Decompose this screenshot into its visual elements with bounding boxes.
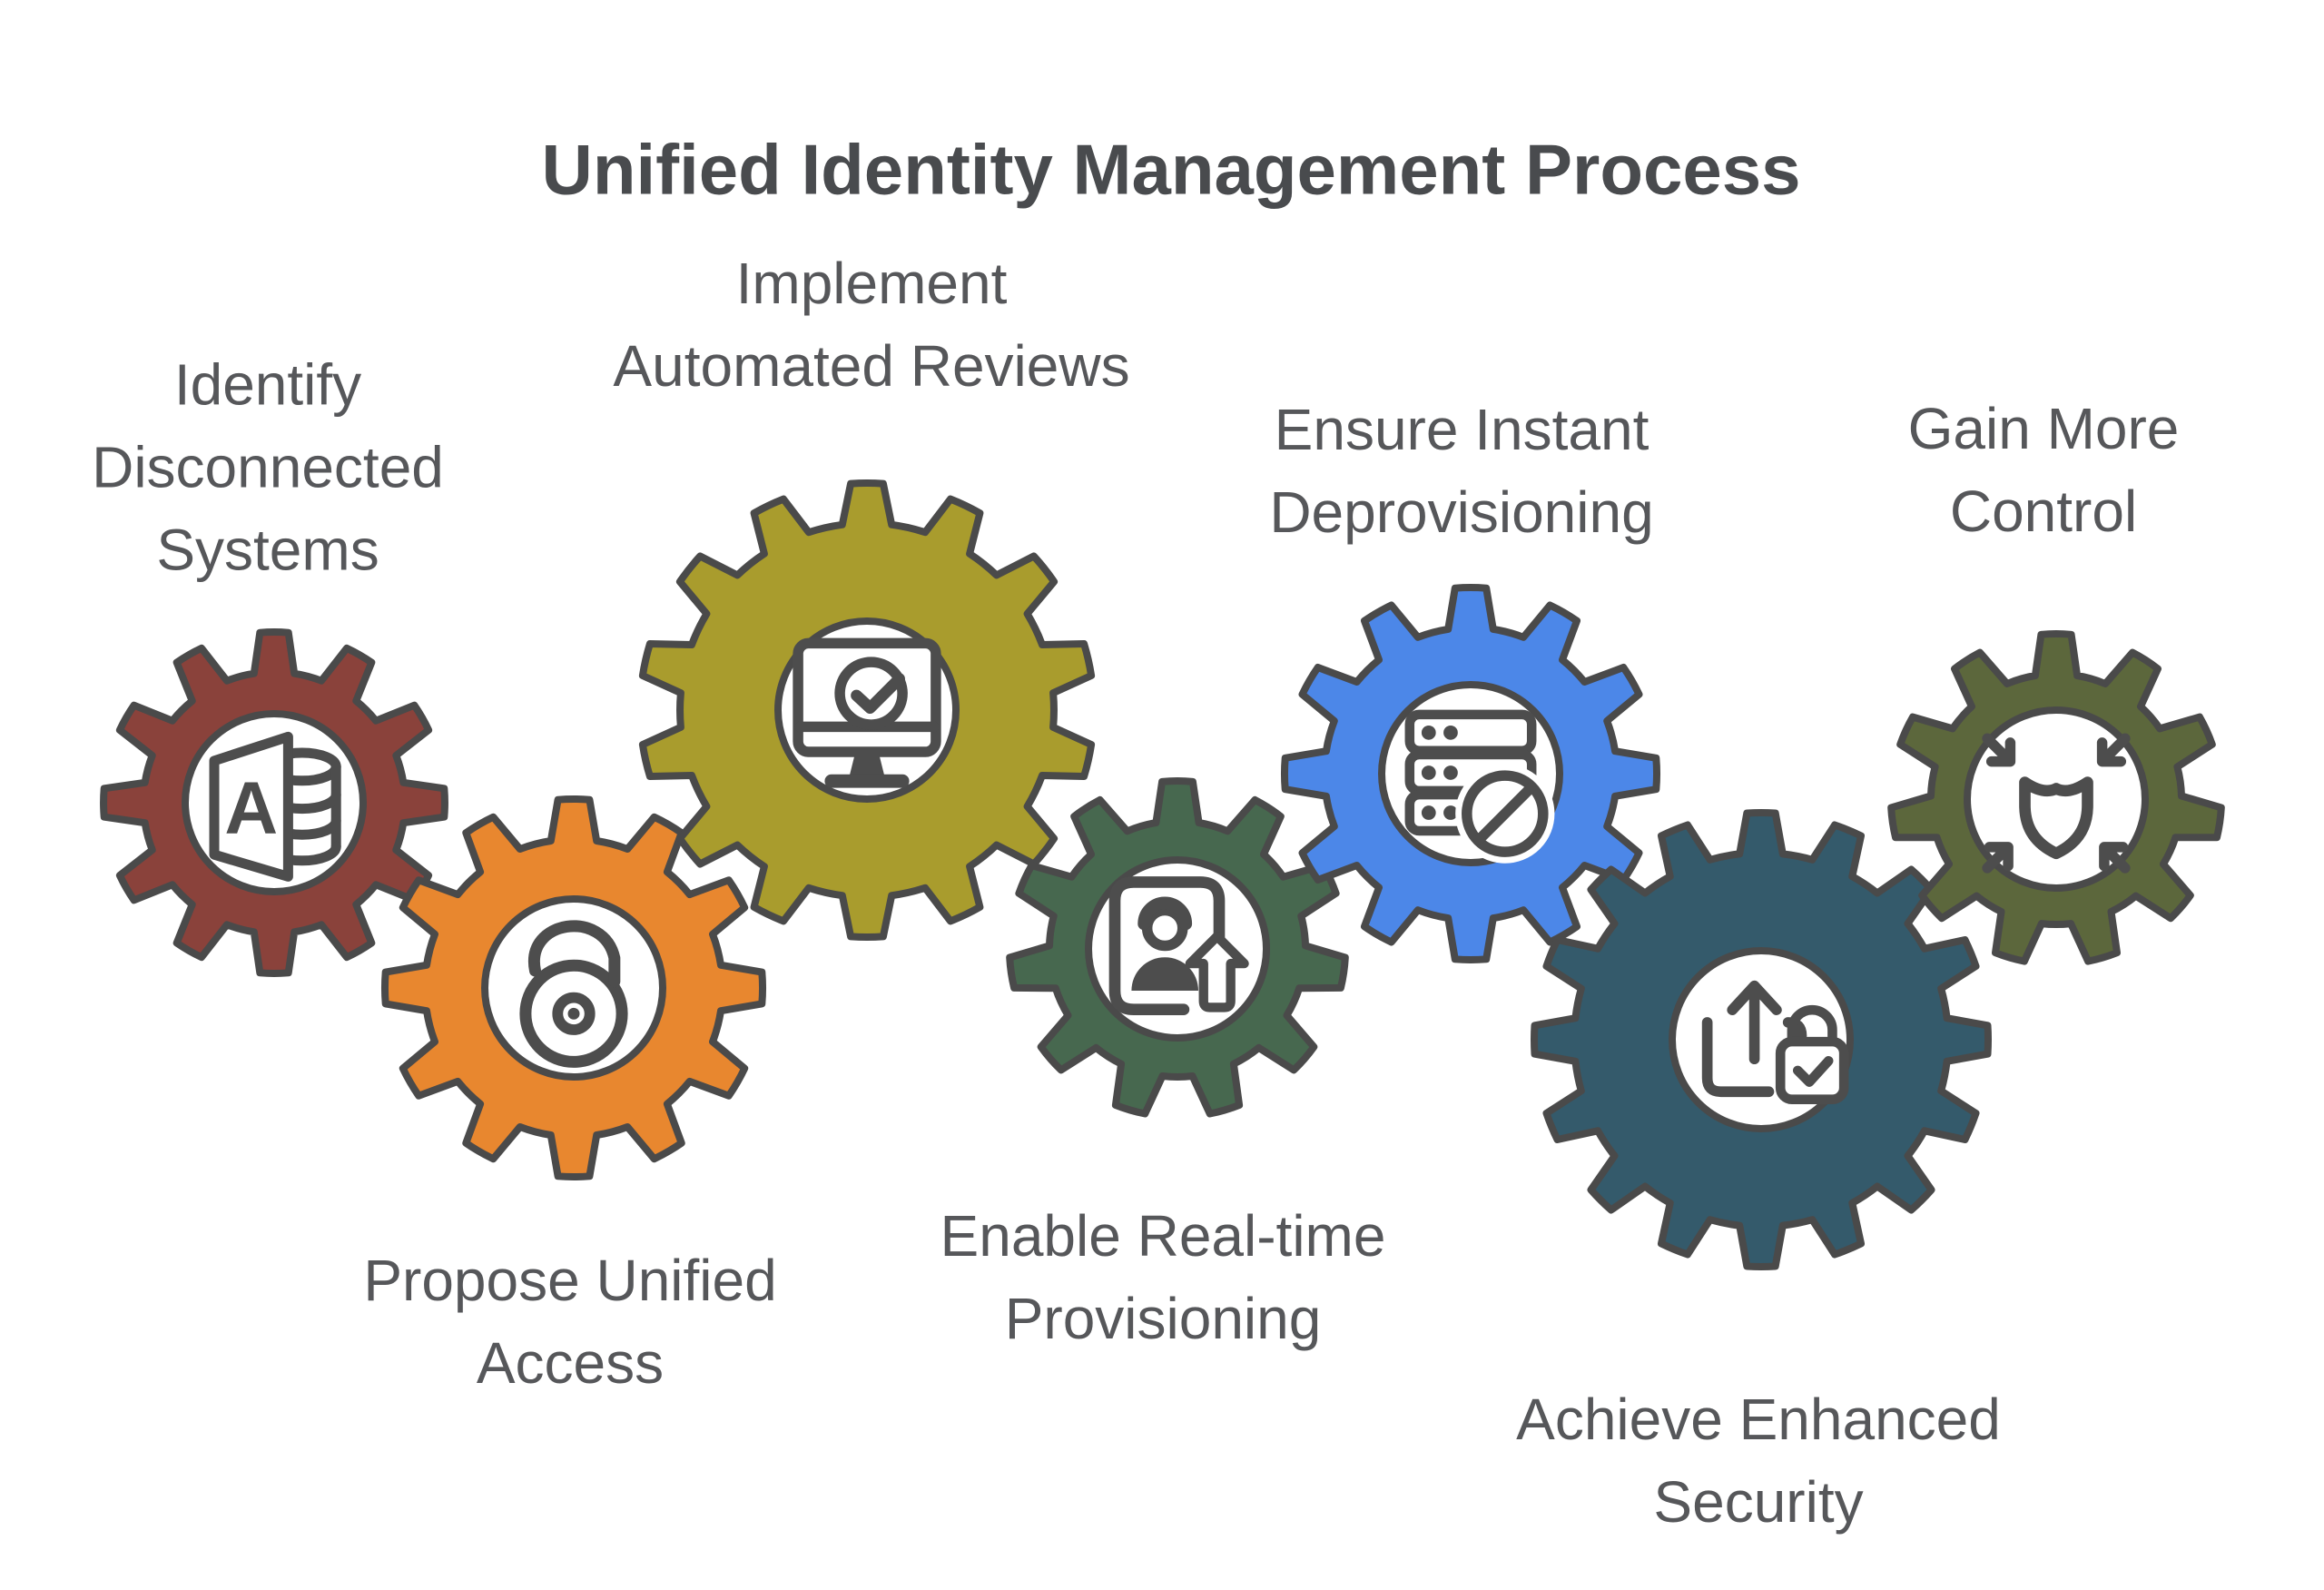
shield-arrows-icon xyxy=(1982,733,2131,874)
upload-lock-icon xyxy=(1701,980,1849,1105)
svg-text:A: A xyxy=(224,767,278,850)
gear-label-achieve-enhanced-security: Achieve Enhanced Security xyxy=(1516,1387,2001,1535)
gear-ensure-instant-deprovisioning xyxy=(1280,583,1661,964)
open-lock-icon xyxy=(519,920,628,1068)
gear-achieve-enhanced-security xyxy=(1531,809,1992,1270)
gear-label-propose-unified-access: Propose Unified Access xyxy=(363,1248,777,1396)
server-block-icon xyxy=(1404,709,1555,864)
gear-propose-unified-access xyxy=(380,795,767,1181)
gear-label-ensure-instant-deprovisioning: Ensure Instant Deprovisioning xyxy=(1269,397,1654,545)
diagram-title: Unified Identity Management Process xyxy=(541,129,1801,210)
gear-label-gain-more-control: Gain More Control xyxy=(1907,396,2180,544)
gear-label-enable-real-time-provisioning: Enable Real-time Provisioning xyxy=(940,1203,1386,1351)
access-database-icon: A xyxy=(209,731,341,882)
monitor-check-icon xyxy=(793,637,941,788)
user-card-up-icon xyxy=(1108,876,1249,1016)
gear-label-identify-disconnected-systems: Identify Disconnected Systems xyxy=(92,351,444,583)
gear-gain-more-control xyxy=(1887,630,2225,965)
gear-enable-real-time-provisioning xyxy=(1006,777,1349,1118)
gear-implement-automated-reviews xyxy=(638,479,1096,942)
gear-identify-disconnected-systems: A xyxy=(100,628,448,977)
gear-label-implement-automated-reviews: Implement Automated Reviews xyxy=(613,251,1130,399)
